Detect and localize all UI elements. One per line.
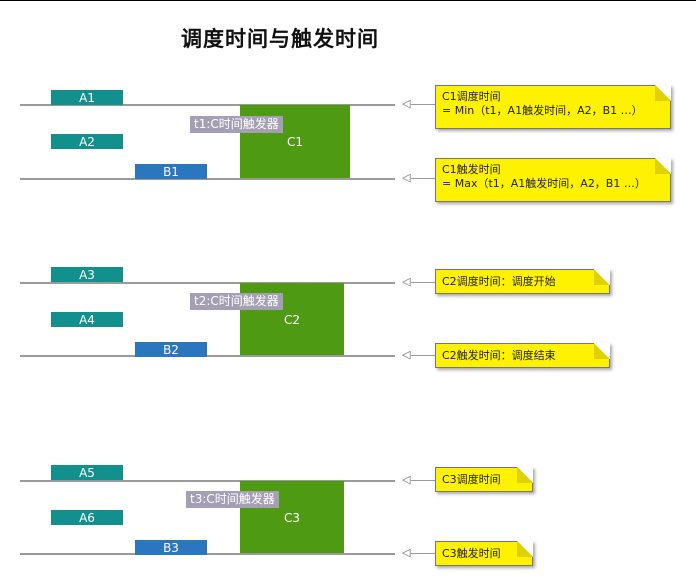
note-c1-trigger: C1触发时间 = Max（t1，A1触发时间，A2，B1 …） [435, 158, 671, 202]
task-a5: A5 [51, 465, 123, 480]
arrow-left-icon: ◁ [402, 171, 411, 184]
note-line: C1调度时间 [442, 90, 501, 103]
note-c3-schedule: C3调度时间 [435, 467, 533, 492]
arrow-left-icon: ◁ [402, 348, 411, 361]
schedule-line-1 [20, 104, 395, 106]
arrow-left-icon: ◁ [402, 97, 411, 110]
arrow-connector [411, 104, 435, 105]
note-text: C2调度时间：调度开始 [442, 275, 556, 288]
note-line: = Min（t1，A1触发时间，A2，B1 …） [442, 104, 643, 117]
arrow-left-icon: ◁ [402, 275, 411, 288]
arrow-connector [411, 480, 435, 481]
time-trigger-t2: t2:C时间触发器 [190, 293, 283, 310]
diagram-title: 调度时间与触发时间 [181, 27, 379, 51]
trigger-line-3 [20, 553, 395, 555]
task-a3: A3 [51, 267, 123, 282]
task-a1: A1 [51, 90, 123, 105]
note-text: C3调度时间 [442, 473, 501, 486]
arrow-left-icon: ◁ [402, 546, 411, 559]
note-fold [594, 269, 610, 285]
note-fold [594, 343, 610, 359]
task-a6: A6 [51, 510, 123, 525]
note-fold [655, 158, 671, 174]
note-fold [517, 541, 533, 557]
arrow-connector [411, 282, 435, 283]
time-trigger-t1: t1:C时间触发器 [190, 116, 283, 133]
arrow-connector [411, 553, 435, 554]
note-line: = Max（t1，A1触发时间，A2，B1 …） [442, 177, 646, 190]
note-text: C2触发时间：调度结束 [442, 349, 556, 362]
note-c3-trigger: C3触发时间 [435, 541, 533, 566]
arrow-left-icon: ◁ [402, 473, 411, 486]
note-text: C3触发时间 [442, 547, 501, 560]
note-fold [655, 85, 671, 101]
task-b1: B1 [135, 164, 207, 179]
arrow-connector [411, 355, 435, 356]
task-a4: A4 [51, 312, 123, 327]
task-b3: B3 [135, 540, 207, 555]
task-b2: B2 [135, 342, 207, 357]
time-trigger-t3: t3:C时间触发器 [186, 491, 279, 508]
schedule-line-3 [20, 480, 395, 482]
trigger-line-2 [20, 355, 395, 357]
trigger-line-1 [20, 178, 395, 180]
arrow-connector [411, 178, 435, 179]
task-a2: A2 [51, 134, 123, 149]
note-c2-trigger: C2触发时间：调度结束 [435, 343, 610, 368]
note-c2-schedule: C2调度时间：调度开始 [435, 269, 610, 294]
schedule-line-2 [20, 282, 395, 284]
note-fold [517, 467, 533, 483]
note-c1-schedule: C1调度时间 = Min（t1，A1触发时间，A2，B1 …） [435, 85, 671, 129]
note-line: C1触发时间 [442, 163, 501, 176]
